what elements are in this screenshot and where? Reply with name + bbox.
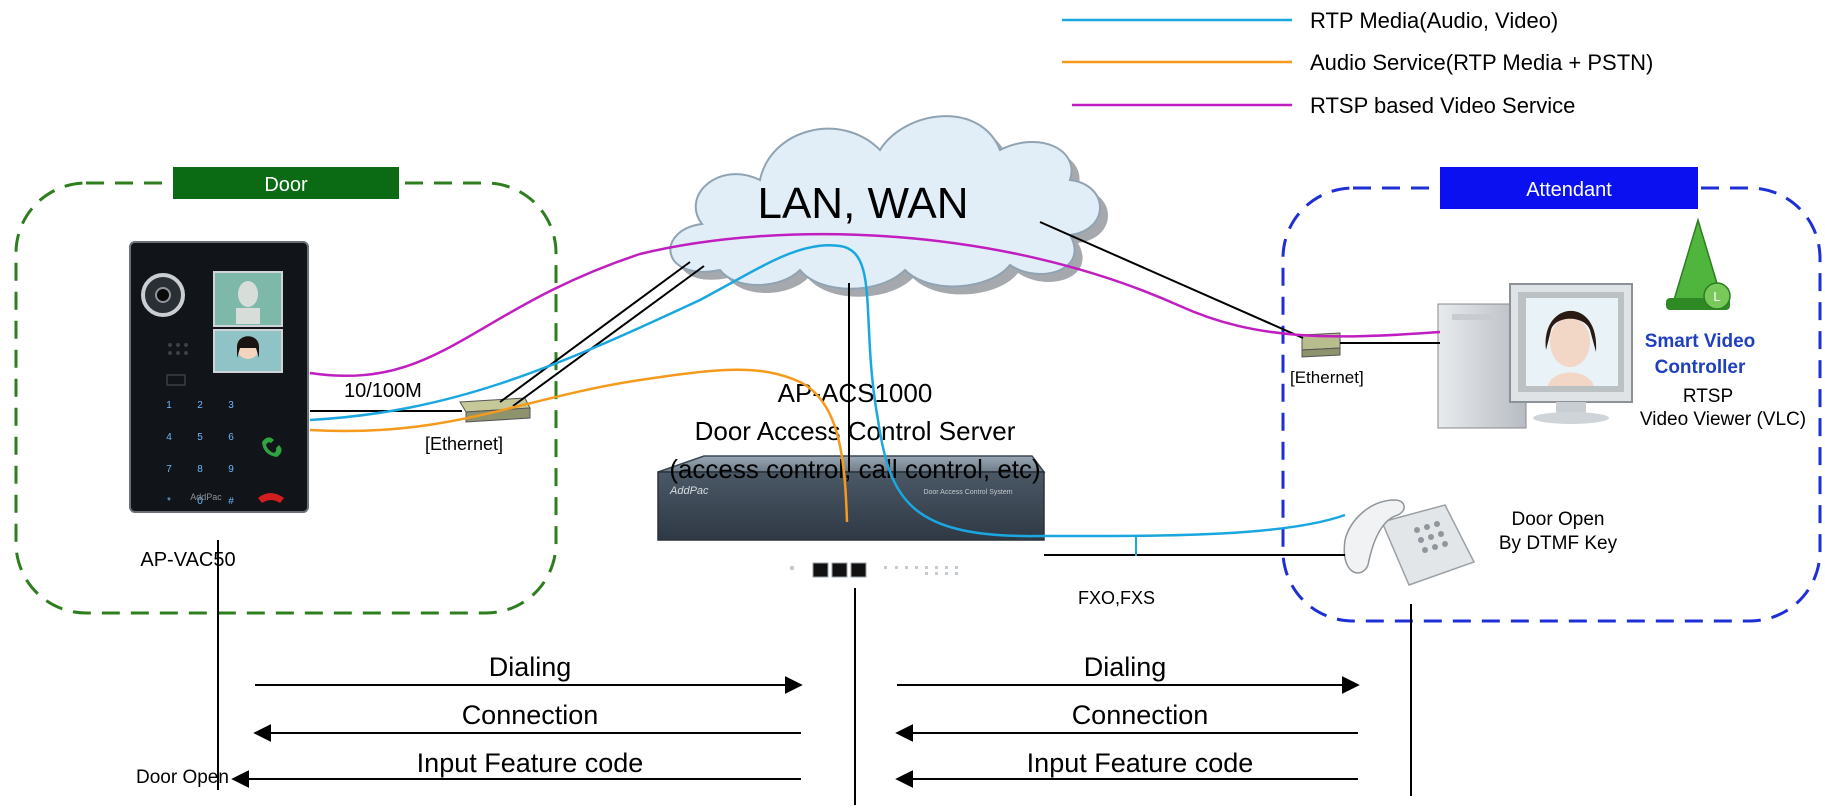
- seq-left-connection: Connection: [462, 700, 599, 730]
- hangup-icon: [258, 493, 284, 503]
- door-zone-title: Door: [264, 174, 308, 196]
- door-device-label: AP-VAC50: [140, 549, 235, 571]
- fxo-fxs-label: FXO,FXS: [1078, 588, 1155, 608]
- keypad: 1 2 3 4 5 6 7 8 9 * 0 #: [166, 400, 234, 507]
- call-icon: [262, 437, 282, 457]
- keypad-key: 2: [197, 400, 203, 411]
- keypad-key: 3: [228, 400, 234, 411]
- cloud-shape: [669, 115, 1101, 290]
- server-port-icons: [812, 562, 867, 578]
- ethernet-label-right: [Ethernet]: [1290, 368, 1364, 387]
- door-open-label: Door Open: [136, 767, 229, 788]
- viewer-line1: RTSP: [1683, 386, 1733, 407]
- lan-wan-cloud: LAN, WAN: [669, 115, 1108, 297]
- legend: RTP Media(Audio, Video) Audio Service(RT…: [1062, 8, 1653, 118]
- door-device: 1 2 3 4 5 6 7 8 9 * 0 # AddPac: [129, 241, 309, 513]
- door-zone-title-bg: [173, 167, 399, 199]
- ethernet-label-left: [Ethernet]: [425, 434, 503, 454]
- attendant-zone-title: Attendant: [1526, 179, 1612, 201]
- link-speed-label: 10/100M: [344, 380, 422, 402]
- sequence-timelines: [217, 540, 1412, 805]
- legend-label-rtsp: RTSP based Video Service: [1310, 93, 1575, 118]
- keypad-key: 7: [166, 464, 172, 475]
- keypad-key: 0: [197, 496, 203, 507]
- keypad-key: 9: [228, 464, 234, 475]
- keypad-key: *: [167, 496, 171, 507]
- keypad-key: 4: [166, 432, 172, 443]
- phone-label-line1: Door Open: [1512, 509, 1605, 530]
- keypad-key: 1: [166, 400, 172, 411]
- app-name-line2: Controller: [1655, 357, 1746, 378]
- seq-right-connection: Connection: [1072, 700, 1209, 730]
- legend-label-rtp: RTP Media(Audio, Video): [1310, 8, 1558, 33]
- keypad-key: 8: [197, 464, 203, 475]
- seq-right-dialing: Dialing: [1084, 652, 1167, 682]
- svg-text:AddPac: AddPac: [669, 485, 709, 497]
- rtp-path: [309, 243, 1346, 538]
- server-desc-line2: (access control, call control, etc): [669, 454, 1040, 484]
- keypad-key: 6: [228, 432, 234, 443]
- acs-server: AddPac Door Access Control System: [657, 455, 1046, 578]
- svg-text:Door Access Control System: Door Access Control System: [923, 489, 1012, 496]
- telephone-icon: [1343, 499, 1476, 586]
- seq-right-feature: Input Feature code: [1027, 748, 1254, 778]
- server-desc-line1: Door Access Control Server: [695, 416, 1016, 446]
- cloud-label: LAN, WAN: [757, 179, 968, 228]
- keypad-key: 5: [197, 432, 203, 443]
- svg-text:AddPac: AddPac: [190, 492, 222, 502]
- attendant-zone: Attendant: [1281, 167, 1822, 623]
- seq-left-feature: Input Feature code: [417, 748, 644, 778]
- attendant-zone-title-bg: [1440, 167, 1698, 209]
- sequence-right: [895, 676, 1360, 788]
- attendant-pc: [1437, 283, 1633, 429]
- viewer-line2: Video Viewer (VLC): [1640, 409, 1806, 430]
- vlc-cone-icon: L: [1666, 217, 1731, 310]
- svg-text:L: L: [1713, 289, 1720, 304]
- network-links: [310, 221, 1440, 556]
- seq-left-dialing: Dialing: [489, 652, 572, 682]
- legend-label-audio: Audio Service(RTP Media + PSTN): [1310, 50, 1653, 75]
- attendant-zone-border: [1281, 186, 1822, 623]
- media-paths: [309, 232, 1441, 556]
- sequence-left: [231, 676, 803, 788]
- keypad-key: #: [228, 496, 234, 507]
- audio-path: [309, 368, 849, 523]
- rtsp-path: [309, 232, 1441, 378]
- app-name-line1: Smart Video: [1645, 331, 1756, 352]
- phone-label-line2: By DTMF Key: [1499, 533, 1618, 554]
